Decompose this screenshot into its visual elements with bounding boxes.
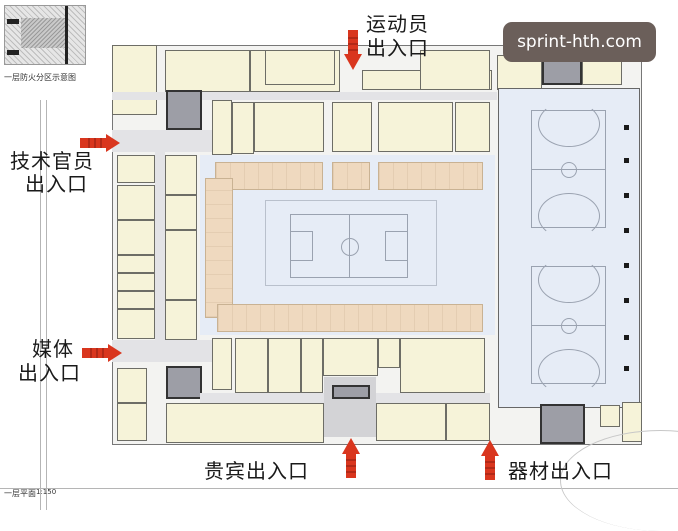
corridor: [112, 92, 497, 100]
room: [112, 45, 157, 115]
stand-north-2: [332, 162, 370, 190]
court-center-circle: [561, 162, 577, 178]
room: [117, 220, 155, 255]
room: [254, 102, 324, 152]
court-arc-top: [538, 257, 600, 303]
plan-scale: 1:150: [36, 488, 57, 496]
arrow-up-icon: [342, 438, 360, 478]
room: [117, 185, 155, 220]
room: [235, 338, 268, 393]
label-media-entrance-2: 出入口: [18, 361, 81, 385]
arrow-up-icon: [481, 440, 499, 480]
stand-west: [205, 178, 233, 318]
label-equipment-entrance: 器材出入口: [508, 459, 613, 483]
plan-title: 一层平面: [4, 489, 36, 498]
room: [117, 309, 155, 339]
room: [323, 338, 378, 376]
room: [212, 100, 232, 155]
room: [117, 291, 155, 309]
label-officials-entrance-1: 技术官员: [10, 149, 94, 173]
room: [166, 403, 324, 443]
room: [117, 155, 155, 183]
court-center-circle: [561, 318, 577, 334]
column: [624, 366, 629, 371]
service-room: [332, 385, 370, 399]
watermark: sprint-hth.com: [503, 22, 656, 62]
column: [624, 298, 629, 303]
room: [400, 338, 485, 393]
room: [378, 338, 400, 368]
court-key-left: [291, 231, 313, 261]
key-plan: [4, 5, 86, 65]
room: [117, 273, 155, 291]
column: [624, 263, 629, 268]
column: [624, 125, 629, 130]
key-plan-center-zone: [21, 18, 65, 48]
room: [378, 102, 453, 152]
court-arc-bottom: [538, 193, 600, 239]
grid-line: [40, 100, 41, 510]
key-plan-divider: [65, 6, 68, 64]
room: [212, 338, 232, 390]
arrow-right-icon: [80, 134, 120, 152]
stand-south: [217, 304, 483, 332]
room: [332, 102, 372, 152]
room: [268, 338, 301, 393]
room: [117, 255, 155, 273]
room: [600, 405, 620, 427]
grid-line: [46, 100, 47, 510]
service-room: [166, 90, 202, 130]
room: [117, 368, 147, 403]
key-plan-caption: 一层防火分区示意图: [4, 73, 76, 82]
competition-court: [290, 214, 408, 278]
corridor: [155, 150, 165, 350]
room: [165, 50, 250, 92]
arrow-down-icon: [344, 30, 362, 70]
room: [301, 338, 323, 393]
room: [446, 403, 490, 441]
stand-north-3: [378, 162, 483, 190]
training-court-2: [531, 257, 606, 395]
label-officials-entrance-2: 出入口: [25, 172, 88, 196]
court-arc-bottom: [538, 349, 600, 395]
court-key-right: [385, 231, 407, 261]
room: [165, 230, 197, 300]
arrow-right-icon: [82, 344, 122, 362]
label-vip-entrance: 贵宾出入口: [204, 459, 309, 483]
label-athletes-entrance-1: 运动员: [366, 12, 429, 36]
room: [117, 403, 147, 441]
service-room: [166, 366, 202, 399]
label-athletes-entrance-2: 出入口: [366, 36, 429, 60]
label-media-entrance-1: 媒体: [32, 337, 74, 361]
room: [165, 155, 197, 195]
room: [376, 403, 446, 441]
column: [624, 335, 629, 340]
training-court-1: [531, 101, 606, 239]
room: [165, 300, 197, 340]
corridor: [112, 340, 212, 362]
column: [624, 228, 629, 233]
room: [420, 50, 490, 90]
column: [624, 158, 629, 163]
column: [624, 193, 629, 198]
corridor: [112, 130, 212, 152]
key-plan-mark: [7, 50, 19, 55]
room: [165, 195, 197, 230]
room: [265, 50, 335, 85]
stand-north-1: [215, 162, 323, 190]
court-arc-top: [538, 101, 600, 147]
grid-line: [0, 488, 678, 489]
key-plan-mark: [7, 19, 19, 24]
room: [455, 102, 490, 152]
court-boundary: [265, 200, 437, 286]
court-center-circle: [341, 238, 359, 256]
room: [232, 102, 254, 154]
service-room: [540, 404, 585, 444]
